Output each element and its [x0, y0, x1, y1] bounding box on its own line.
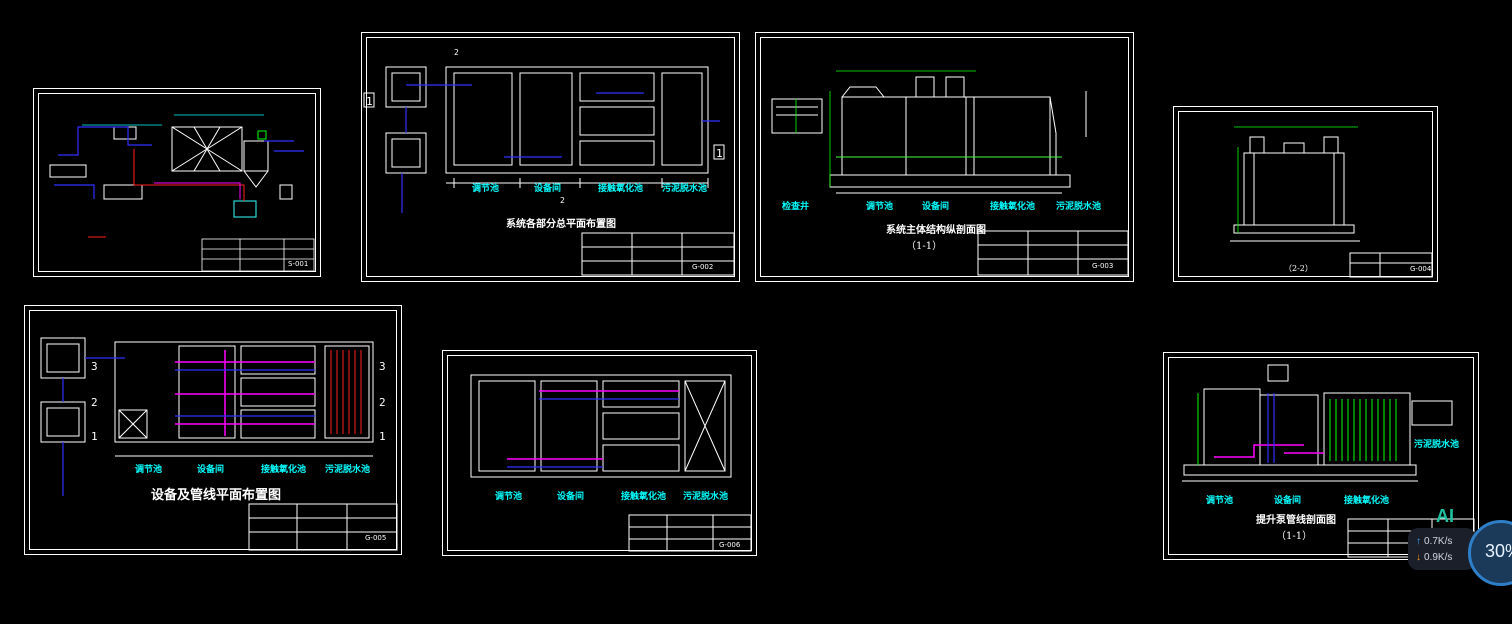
drawing-title: 系统各部分总平面布置图 [506, 219, 616, 230]
svg-text:3: 3 [379, 360, 386, 373]
drawing-sheet-lift-pump-section[interactable]: 污泥脱水池 调节池 设备间 接触氧化池 提升泵管线剖面图 （1-1） [1163, 352, 1479, 560]
side-label: 污泥脱水池 [1414, 440, 1460, 450]
general-plan-drawing: 1 1 2 2 [363, 48, 735, 276]
tank-label: 接触氧化池 [990, 202, 1036, 212]
drawing-number: G-006 [719, 541, 741, 549]
tank-label: 设备间 [534, 184, 562, 194]
drawing-sheet-general-plan[interactable]: 1 1 2 2 调节池 设备间 接触氧化池 污泥脱水池 系统各部分总平面布置图 … [361, 32, 740, 282]
cross-section-drawing [1230, 126, 1433, 278]
lift-pump-section-drawing [1182, 364, 1475, 558]
upload-speed-row: ↑ 0.7K/s [1416, 536, 1452, 547]
tank-label: 调节池 [135, 465, 163, 475]
longitudinal-section-drawing [771, 70, 1129, 276]
tank-label: 污泥脱水池 [325, 465, 371, 475]
drawing-sheet-piping-plan[interactable]: 调节池 设备间 接触氧化池 污泥脱水池 G-006 [442, 350, 757, 556]
drawing-title: 提升泵管线剖面图 [1256, 515, 1336, 526]
sheet-border [447, 355, 752, 551]
drawing-number: S-001 [288, 260, 309, 268]
download-speed-row: ↓ 0.9K/s [1416, 552, 1452, 563]
piping-plan-drawing [470, 374, 752, 552]
tank-label: 设备间 [922, 202, 950, 212]
sheet-border [1178, 111, 1433, 277]
sheet-border [760, 37, 1129, 277]
tank-label: 设备间 [1274, 496, 1302, 506]
tank-label: 调节池 [495, 492, 523, 502]
tank-label: 接触氧化池 [1344, 496, 1390, 506]
network-speed-widget[interactable]: ↑ 0.7K/s ↓ 0.9K/s [1408, 528, 1476, 570]
drawing-title: 设备及管线平面布置图 [151, 488, 282, 503]
download-speed: 0.9K/s [1424, 552, 1453, 563]
drawing-subtitle: （1-1） [906, 241, 943, 252]
tank-label: 污泥脱水池 [683, 492, 729, 502]
cpu-percent: 30% [1485, 541, 1512, 561]
sheet-border [1168, 357, 1474, 555]
svg-text:2: 2 [560, 196, 565, 205]
drawing-number: G-005 [365, 534, 387, 542]
process-flow-drawing [49, 114, 315, 272]
svg-text:2: 2 [454, 48, 459, 57]
tank-label: 接触氧化池 [598, 184, 644, 194]
tank-label: 调节池 [866, 202, 894, 212]
drawing-title: 系统主体结构纵剖面图 [886, 225, 986, 236]
svg-text:3: 3 [91, 360, 98, 373]
ai-badge[interactable]: AI [1436, 506, 1454, 526]
svg-text:1: 1 [716, 147, 723, 160]
tank-label: 接触氧化池 [261, 465, 307, 475]
drawing-subtitle: （2-2） [1284, 264, 1313, 273]
svg-text:1: 1 [366, 95, 373, 108]
tank-label: 设备间 [197, 465, 225, 475]
drawing-sheet-cross-section[interactable]: （2-2） G-004 [1173, 106, 1438, 282]
equipment-piping-plan-drawing: 3 2 1 3 2 1 [40, 337, 398, 551]
drawing-sheet-equipment-piping-plan[interactable]: 3 2 1 3 2 1 调节池 设备间 接触氧化池 污泥脱水池 设备及管线平面布… [24, 305, 402, 555]
drawing-sheet-longitudinal-section[interactable]: 检查井 调节池 设备间 接触氧化池 污泥脱水池 系统主体结构纵剖面图 （1-1）… [755, 32, 1134, 282]
svg-text:1: 1 [91, 430, 98, 443]
upload-arrow-icon: ↑ [1416, 536, 1421, 547]
svg-text:2: 2 [91, 396, 98, 409]
tank-label: 设备间 [557, 492, 585, 502]
tank-label: 检查井 [782, 202, 810, 212]
tank-label: 污泥脱水池 [1056, 202, 1102, 212]
sheet-border [38, 93, 316, 272]
drawing-number: G-003 [1092, 262, 1114, 270]
sheet-border [366, 37, 735, 277]
svg-text:2: 2 [379, 396, 386, 409]
drawing-subtitle: （1-1） [1276, 531, 1313, 542]
sheet-border [29, 310, 397, 550]
tank-label: 接触氧化池 [621, 492, 667, 502]
drawing-sheet-process-flow[interactable]: S-001 [33, 88, 321, 277]
tank-label: 调节池 [472, 184, 500, 194]
drawing-number: G-002 [692, 263, 714, 271]
svg-text:1: 1 [379, 430, 386, 443]
tank-label: 调节池 [1206, 496, 1234, 506]
drawing-number: G-004 [1410, 265, 1432, 273]
download-arrow-icon: ↓ [1416, 552, 1421, 563]
tank-label: 污泥脱水池 [662, 184, 708, 194]
upload-speed: 0.7K/s [1424, 536, 1453, 547]
